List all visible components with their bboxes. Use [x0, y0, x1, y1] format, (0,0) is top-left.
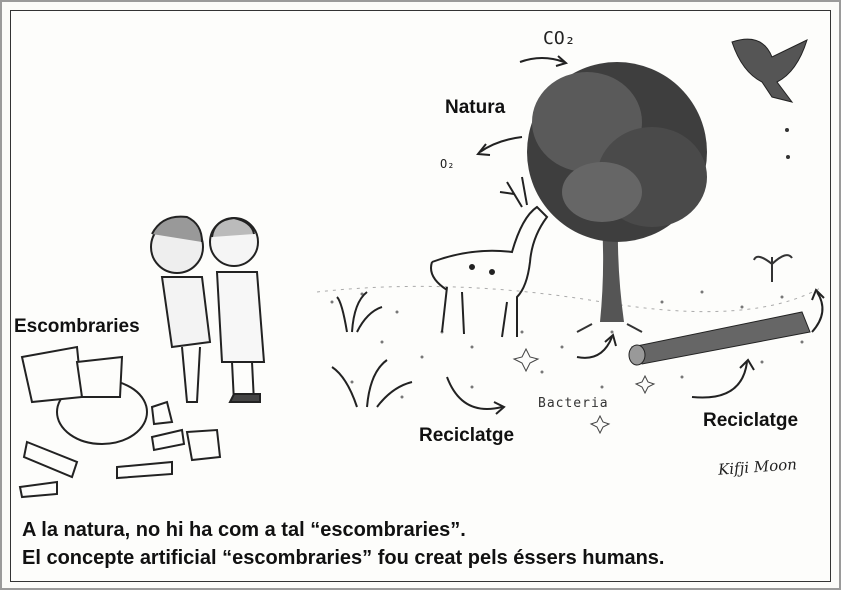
deer	[431, 177, 547, 337]
caption-line-1: A la natura, no hi ha com a tal “escombr…	[22, 516, 665, 544]
bird	[732, 39, 807, 159]
o2-label: O₂	[440, 157, 454, 171]
reciclatge-label-left: Reciclatge	[419, 425, 514, 447]
tree	[527, 62, 707, 332]
log	[629, 312, 810, 365]
co2-label: CO₂	[543, 28, 576, 49]
natura-label: Natura	[445, 97, 505, 119]
caption: A la natura, no hi ha com a tal “escombr…	[22, 516, 665, 572]
bacteria-label: Bacteria	[538, 396, 609, 411]
escombraries-label: Escombraries	[14, 316, 140, 338]
reciclatge-label-right: Reciclatge	[703, 410, 798, 432]
grass-tufts	[332, 292, 412, 407]
trash-pile	[20, 347, 220, 497]
caption-line-2: El concepte artificial “escombraries” fo…	[22, 544, 665, 572]
two-people	[151, 217, 264, 402]
